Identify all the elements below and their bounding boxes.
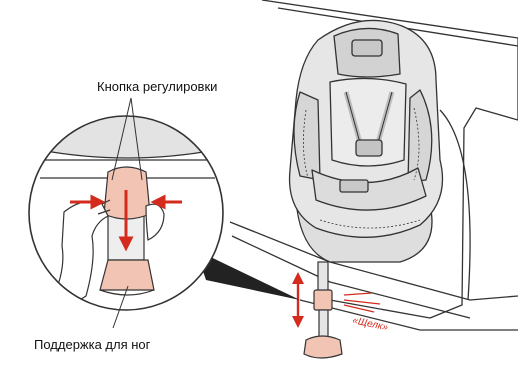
foot-support-label: Поддержка для ног xyxy=(34,338,150,351)
adjust-button-label: Кнопка регулировки xyxy=(97,80,217,93)
click-sound-label: «Щелк» xyxy=(351,315,389,333)
support-leg xyxy=(304,262,342,358)
child-car-seat xyxy=(290,20,443,262)
zoom-detail xyxy=(29,110,223,310)
click-lines xyxy=(344,293,380,312)
